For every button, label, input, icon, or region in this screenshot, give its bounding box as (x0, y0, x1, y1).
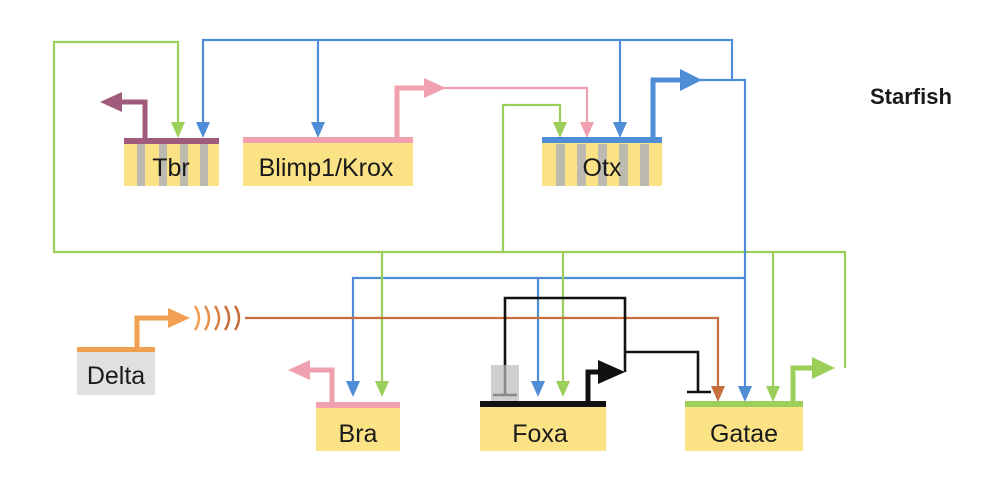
gene-label: Blimp1/Krox (259, 154, 394, 182)
tbr-output-arrow (118, 99, 148, 140)
species-title: Starfish (870, 84, 952, 109)
gatae-arrowhead (812, 357, 835, 379)
delta-output-arrow (134, 315, 172, 348)
otx-arrowhead (680, 69, 702, 91)
edge-blimp-to-otx (440, 86, 589, 126)
edge-gatae-to-otx (501, 103, 562, 252)
edge-otx-to-tbr (201, 38, 734, 126)
bra-arrowhead (288, 360, 310, 380)
edge-delta-to-gatae (245, 316, 720, 390)
gene-gatae[interactable]: Gatae (685, 401, 803, 451)
bra-output-arrow (306, 367, 335, 403)
foxa-arrowhead (598, 360, 625, 384)
gene-label: Bra (339, 420, 378, 448)
edge-otx-to-bra (351, 276, 745, 385)
gatae-output-arrow (790, 365, 815, 403)
gene-delta[interactable]: Delta (77, 347, 155, 395)
delta-arrowhead (168, 308, 190, 328)
tbr-arrowhead (100, 92, 122, 112)
blimp-output-arrow (394, 85, 428, 140)
foxa-output-arrow (585, 369, 602, 403)
gene-label: Gatae (710, 420, 778, 448)
gene-label: Delta (87, 362, 145, 390)
edge-gatae-to-tbr (52, 40, 847, 368)
gene-tbr[interactable]: Tbr (124, 138, 219, 186)
gene-bra[interactable]: Bra (316, 402, 400, 451)
otx-output-arrow (650, 77, 682, 140)
blimp-arrowhead (424, 78, 446, 98)
edge-otx-to-gatae (700, 78, 747, 390)
gene-blimp1-krox[interactable]: Blimp1/Krox (243, 137, 413, 186)
gene-label: Foxa (512, 420, 568, 448)
gene-otx[interactable]: Otx (542, 137, 662, 186)
delta-signal-arcs (193, 305, 241, 331)
gene-label: Tbr (152, 154, 190, 182)
gene-foxa[interactable]: Foxa (480, 401, 606, 451)
arrowheads (171, 122, 780, 402)
gene-label: Otx (583, 154, 622, 182)
